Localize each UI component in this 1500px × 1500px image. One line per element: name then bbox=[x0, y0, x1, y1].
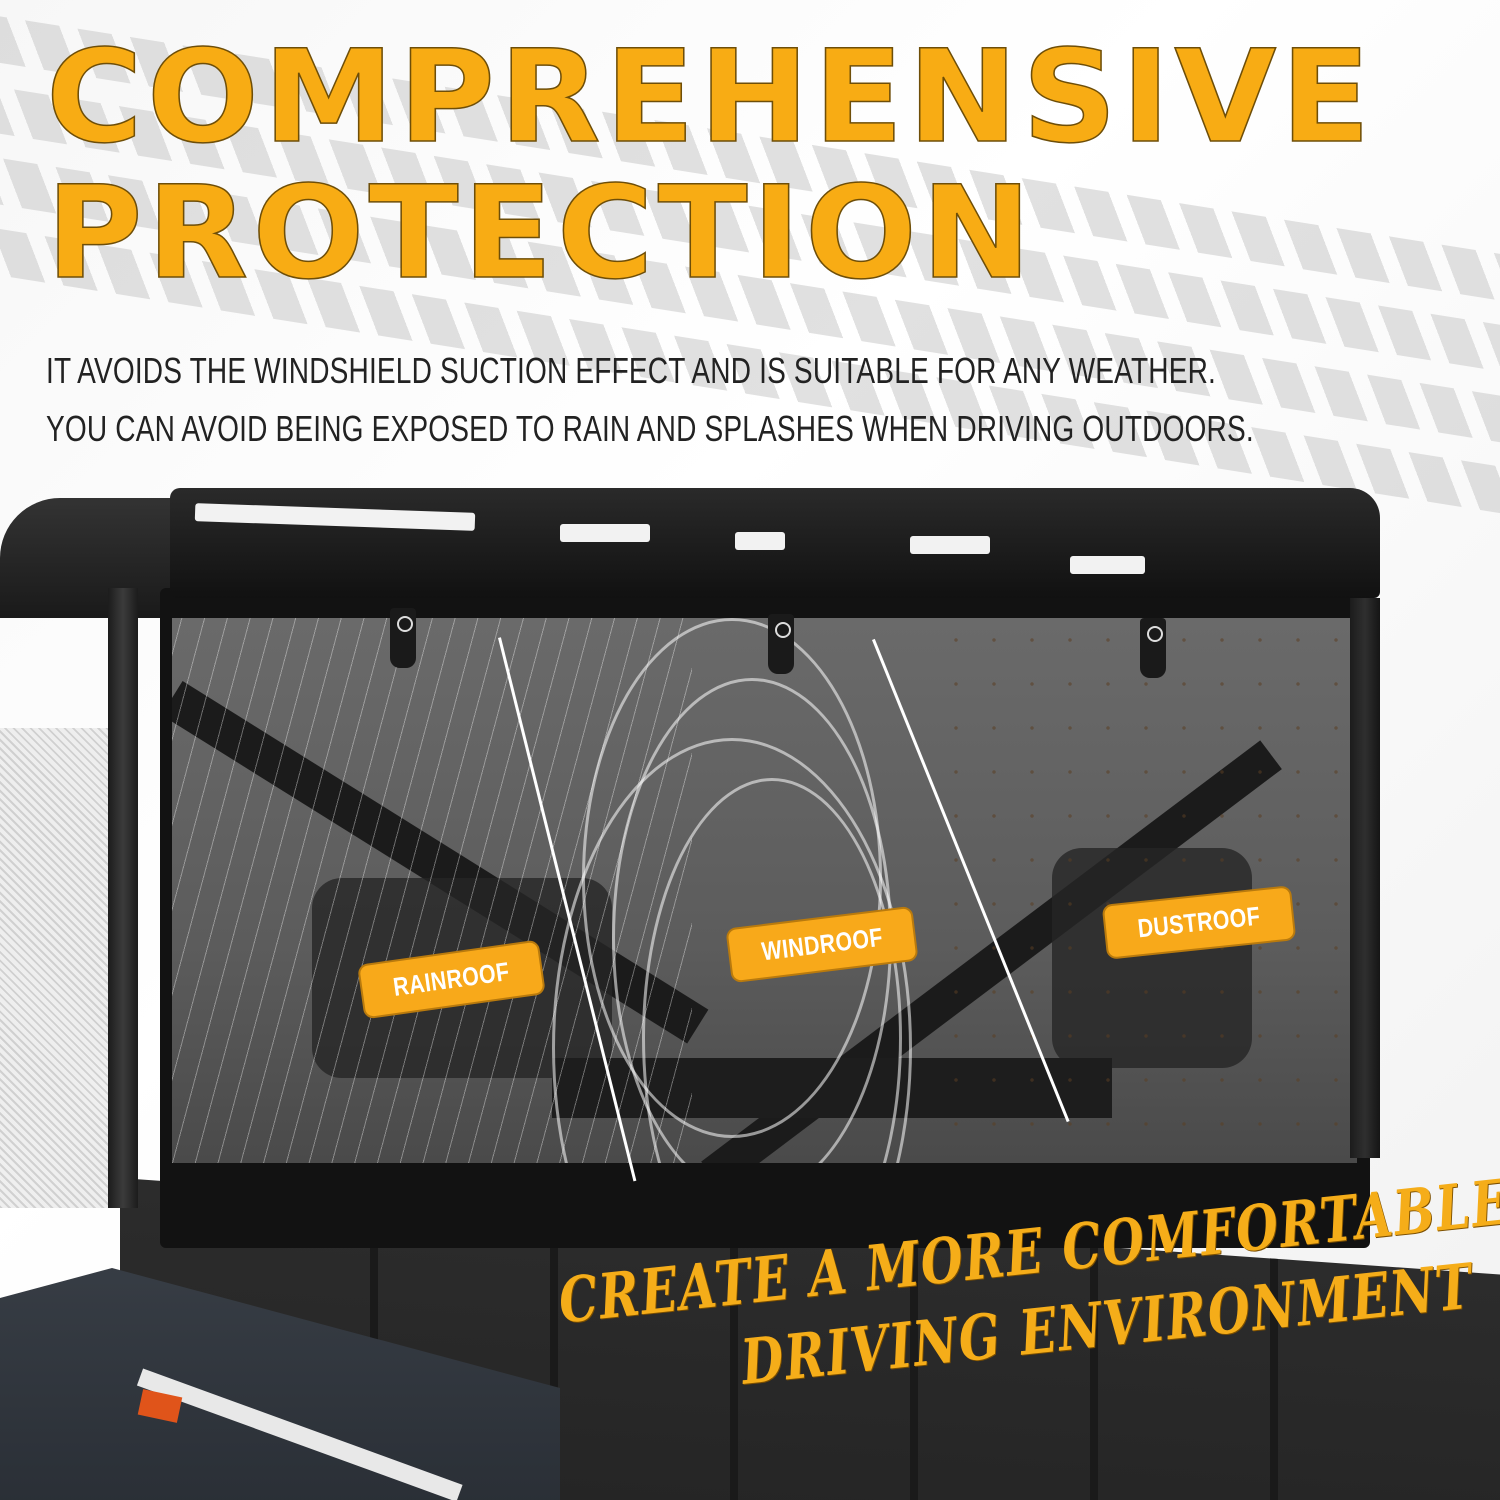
roof-rack bbox=[170, 488, 1380, 598]
product-photo bbox=[0, 488, 1500, 1500]
latch-icon bbox=[1140, 618, 1166, 678]
subtitle-line-1: IT AVOIDS THE WINDSHIELD SUCTION EFFECT … bbox=[46, 350, 1216, 391]
latch-icon bbox=[768, 614, 794, 674]
latch-icon bbox=[390, 608, 416, 668]
side-net bbox=[0, 728, 110, 1208]
headline-line-2: PROTECTION bbox=[45, 159, 1036, 308]
headline-line-1: COMPREHENSIVE bbox=[45, 23, 1375, 172]
dust-effect bbox=[937, 618, 1357, 1163]
roll-cage-post-right bbox=[1350, 598, 1380, 1158]
roll-cage-post-left bbox=[108, 588, 138, 1208]
subtitle-line-2: YOU CAN AVOID BEING EXPOSED TO RAIN AND … bbox=[46, 408, 1254, 449]
subtitle: IT AVOIDS THE WINDSHIELD SUCTION EFFECT … bbox=[46, 342, 1419, 458]
roll-cage-left bbox=[0, 498, 170, 618]
headline: COMPREHENSIVE PROTECTION bbox=[45, 23, 1375, 308]
windshield-glass bbox=[172, 618, 1357, 1163]
